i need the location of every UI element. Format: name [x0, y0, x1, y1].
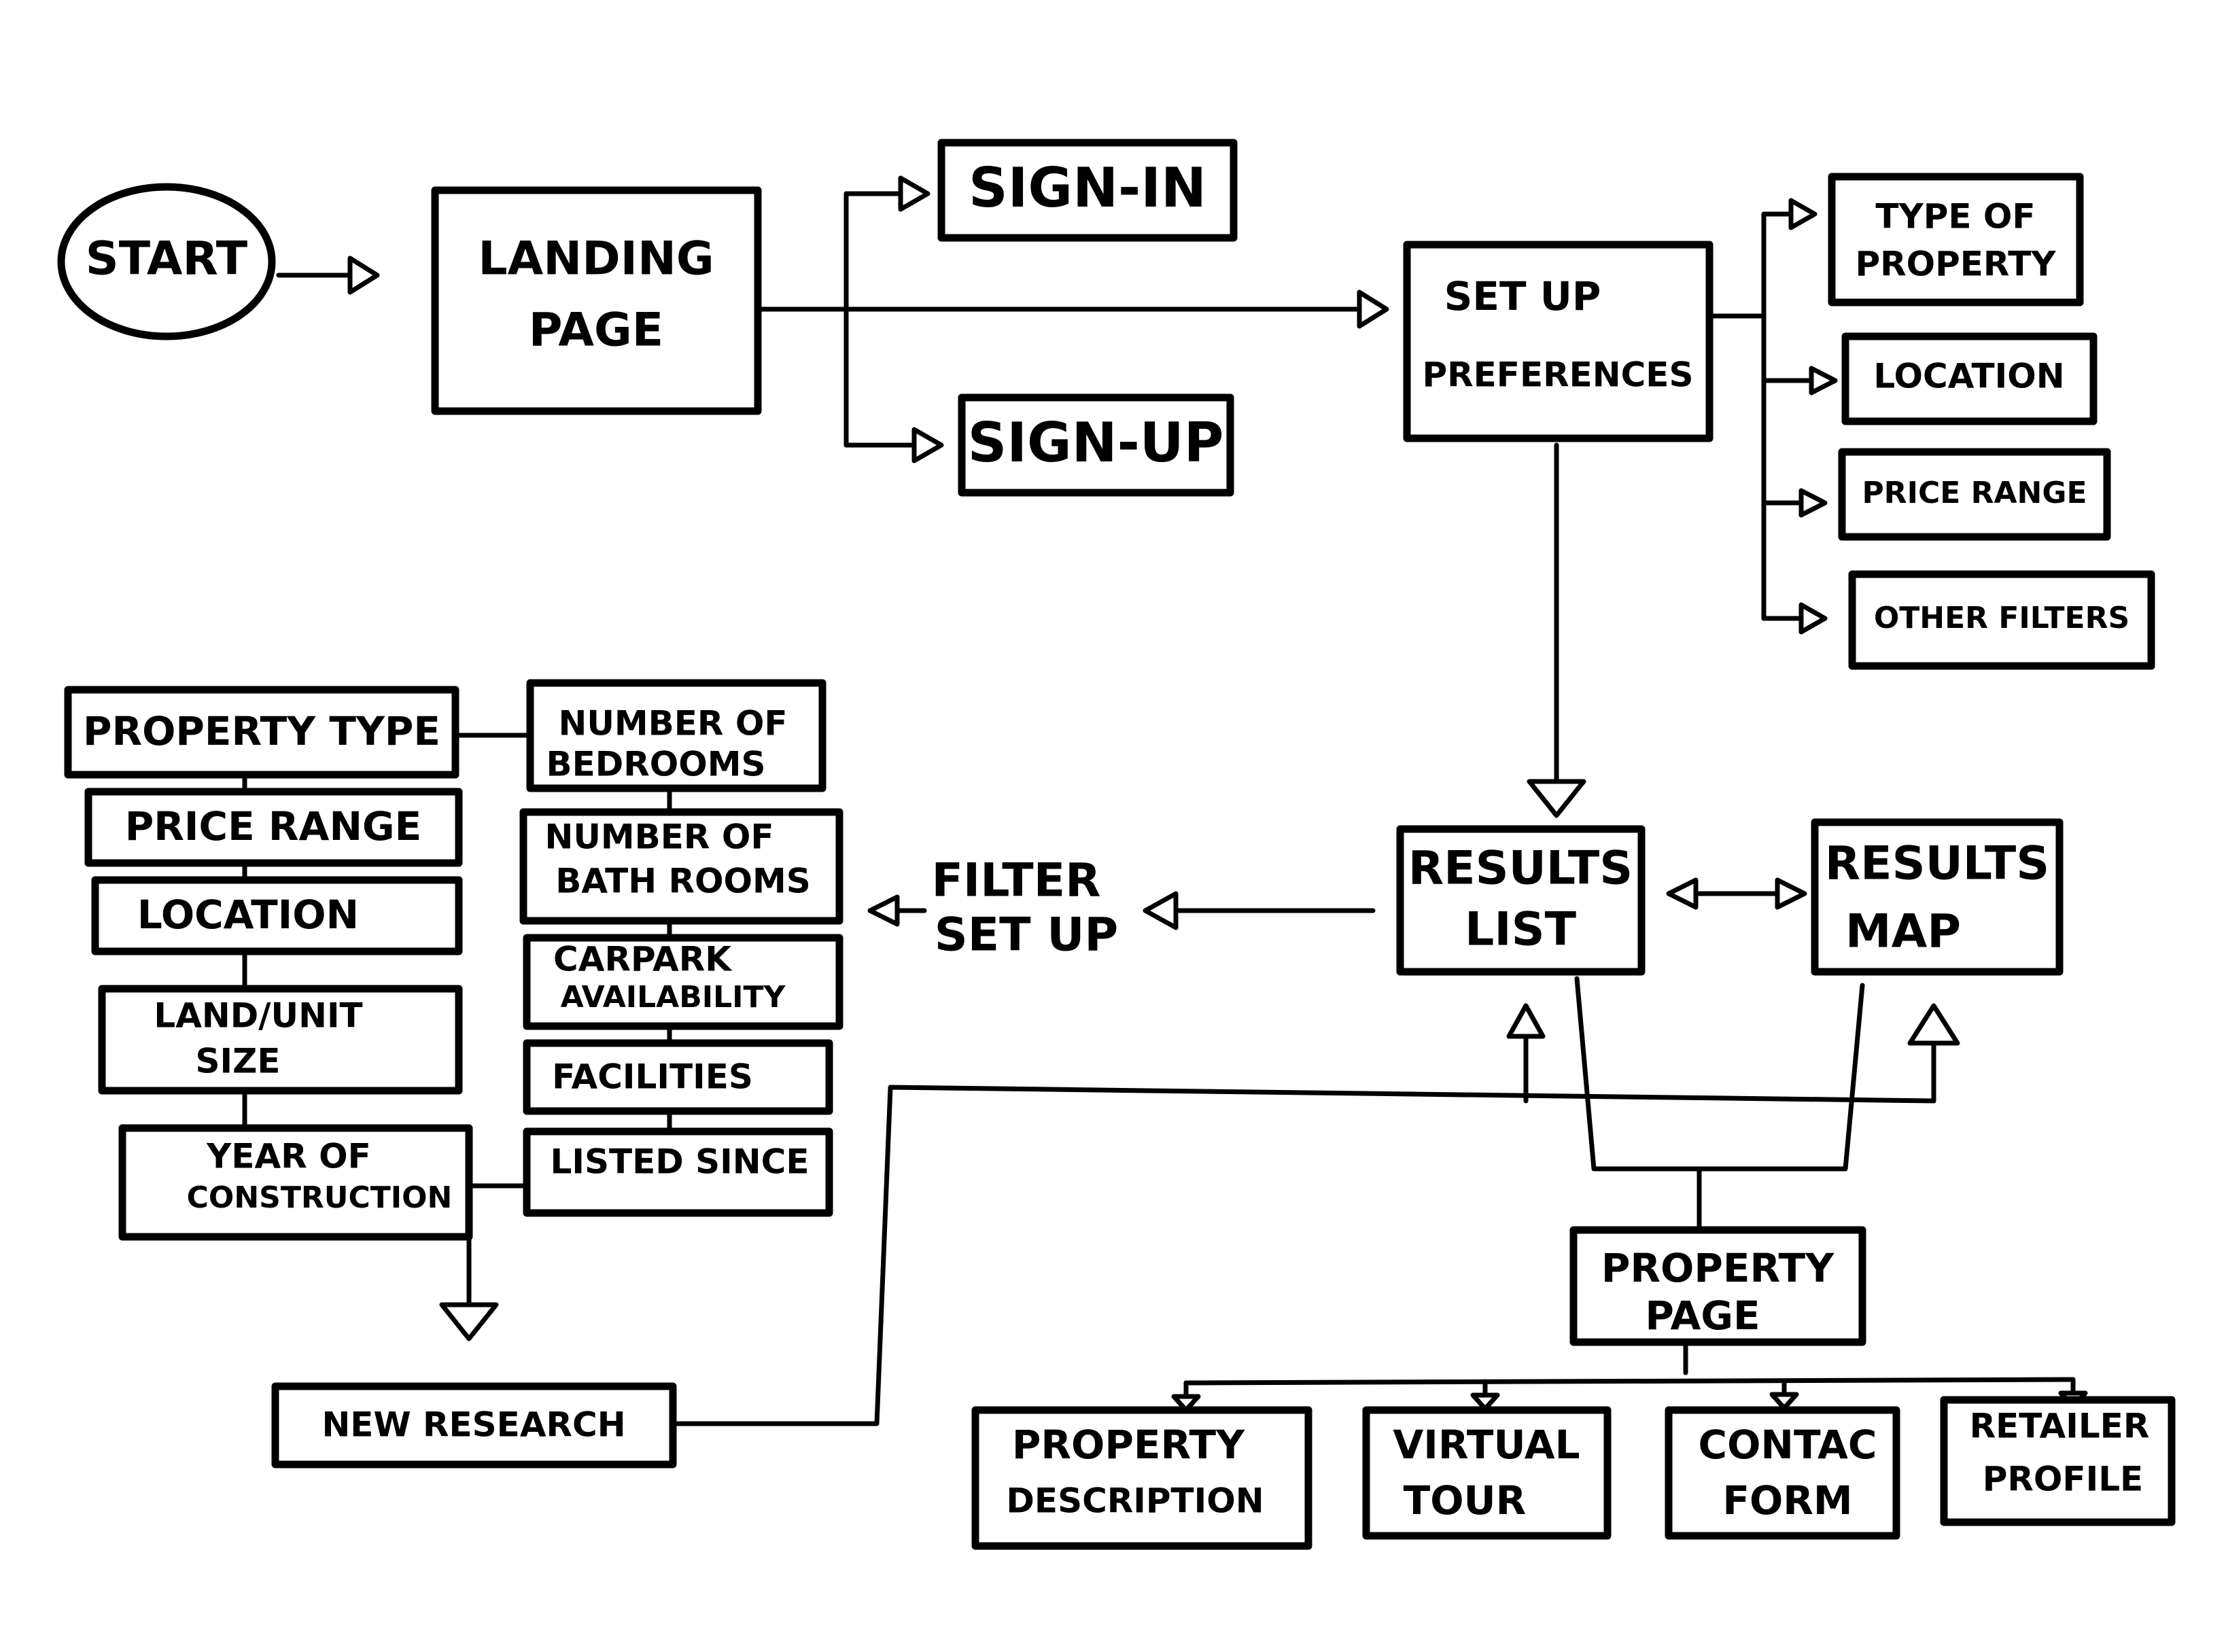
- edge-list-map-property: [1574, 976, 1865, 1172]
- node-filter-year-of-construction-line-1: YEAR OF: [206, 1137, 371, 1176]
- node-filter-set-up-line-1: FILTER: [931, 854, 1100, 908]
- node-filter-land-unit-size-line-1: LAND/UNIT: [154, 996, 362, 1036]
- node-filter-set-up-line-2: SET UP: [935, 909, 1119, 962]
- node-contac-form-line-2: FORM: [1722, 1477, 1852, 1524]
- node-price-range-label: PRICE RANGE: [1862, 476, 2087, 510]
- node-filter-property-type: PROPERTY TYPE: [64, 686, 459, 779]
- node-filter-number-of-bedrooms-line-1: NUMBER OF: [558, 704, 787, 743]
- node-set-up-preferences-line-2: PREFERENCES: [1423, 355, 1694, 395]
- arrowhead-landing: [347, 256, 380, 295]
- node-new-research: NEW RESEARCH: [271, 1382, 677, 1469]
- node-filter-land-unit-size-line-2: SIZE: [195, 1042, 280, 1081]
- node-filter-year-of-construction-line-2: CONSTRUCTION: [187, 1180, 453, 1215]
- node-filter-number-of-bathrooms-line-2: BATH ROOMS: [555, 862, 811, 901]
- nodes: START LANDING PAGE SIGN-IN SIGN-UP SET U…: [57, 139, 2176, 1550]
- arrowhead-results-list: [1527, 779, 1586, 818]
- node-results-map: RESULTS MAP: [1811, 818, 2064, 976]
- arrowhead-property-description: [1171, 1394, 1201, 1413]
- node-results-list-line-1: RESULTS: [1408, 842, 1633, 896]
- node-sign-up-label: SIGN-UP: [968, 411, 1224, 474]
- node-filter-price-range-label: PRICE RANGE: [125, 803, 421, 849]
- arrowhead-signup: [911, 427, 944, 463]
- arrowhead-signin: [898, 175, 931, 212]
- arrowhead-virtual-tour: [1470, 1392, 1500, 1411]
- node-filter-number-of-bedrooms-line-2: BEDROOMS: [546, 745, 765, 784]
- node-filter-number-of-bathrooms-line-1: NUMBER OF: [544, 818, 773, 857]
- arrowhead-list-side: [1666, 877, 1699, 910]
- arrowhead-contac-form: [1769, 1392, 1799, 1411]
- node-retailer-profile-line-1: RETAILER: [1970, 1407, 2150, 1446]
- node-virtual-tour-line-2: TOUR: [1404, 1477, 1527, 1524]
- arrowhead-new-research: [439, 1302, 499, 1341]
- node-other-filters-label: OTHER FILTERS: [1874, 601, 2129, 635]
- edge-property-branch: [1183, 1377, 2076, 1386]
- node-retailer-profile-line-2: PROFILE: [1983, 1460, 2143, 1499]
- node-contac-form: CONTAC FORM: [1665, 1406, 1900, 1540]
- node-price-range: PRICE RANGE: [1838, 448, 2111, 541]
- node-retailer-profile: RETAILER PROFILE: [1940, 1396, 2176, 1526]
- node-filter-facilities-label: FACILITIES: [552, 1057, 753, 1097]
- node-property-page-line-2: PAGE: [1645, 1293, 1760, 1339]
- node-property-description: PROPERTY DESCRIPTION: [971, 1406, 1312, 1550]
- node-property-page: PROPERTY PAGE: [1569, 1226, 1866, 1346]
- node-results-list-line-2: LIST: [1465, 903, 1577, 957]
- node-type-of-property-line-1: TYPE OF: [1875, 197, 2035, 236]
- arrowhead-preferences: [1357, 289, 1389, 329]
- arrowhead-map-side: [1775, 877, 1807, 910]
- node-filter-number-of-bathrooms: NUMBER OF BATH ROOMS: [519, 808, 844, 925]
- node-filter-location-label: LOCATION: [137, 892, 359, 938]
- node-property-description-line-1: PROPERTY: [1012, 1422, 1245, 1468]
- node-start-label: START: [86, 232, 248, 286]
- node-filter-location: LOCATION: [91, 876, 463, 955]
- node-new-research-label: NEW RESEARCH: [321, 1405, 625, 1445]
- node-virtual-tour-line-1: VIRTUAL: [1393, 1422, 1580, 1468]
- arrowhead-type-of-property: [1788, 198, 1818, 230]
- arrowhead-filter-columns: [867, 894, 900, 927]
- node-filter-facilities: FACILITIES: [523, 1039, 833, 1115]
- arrowhead-price-range: [1798, 488, 1828, 518]
- node-filter-set-up: FILTER SET UP: [931, 854, 1118, 962]
- edge-new-research-results: [670, 1085, 1936, 1426]
- node-filter-listed-since-label: LISTED SINCE: [551, 1142, 810, 1182]
- node-type-of-property-line-2: PROPERTY: [1855, 245, 2056, 284]
- node-property-description-line-2: DESCRIPTION: [1006, 1481, 1264, 1521]
- node-start: START: [57, 183, 276, 340]
- node-property-page-line-1: PROPERTY: [1601, 1245, 1834, 1291]
- node-filter-price-range: PRICE RANGE: [84, 788, 463, 867]
- node-results-list: RESULTS LIST: [1396, 825, 1646, 976]
- arrowhead-new-research-list: [1506, 1003, 1546, 1039]
- arrowhead-other-filters: [1798, 602, 1828, 635]
- node-sign-up: SIGN-UP: [958, 393, 1234, 497]
- node-set-up-preferences-line-1: SET UP: [1444, 273, 1601, 319]
- node-landing-page: LANDING PAGE: [431, 186, 762, 415]
- node-sign-in: SIGN-IN: [937, 139, 1238, 242]
- node-filter-listed-since: LISTED SINCE: [523, 1127, 833, 1217]
- node-filter-number-of-bedrooms: NUMBER OF BEDROOMS: [526, 679, 827, 792]
- node-location-label: LOCATION: [1873, 357, 2064, 396]
- node-results-map-line-1: RESULTS: [1825, 837, 2049, 891]
- arrowhead-filter-setup: [1143, 891, 1179, 930]
- arrowhead-location: [1809, 366, 1838, 396]
- node-results-map-line-2: MAP: [1845, 905, 1961, 959]
- node-filter-property-type-label: PROPERTY TYPE: [83, 708, 440, 754]
- node-contac-form-line-1: CONTAC: [1699, 1422, 1877, 1468]
- node-sign-in-label: SIGN-IN: [969, 156, 1206, 219]
- node-virtual-tour: VIRTUAL TOUR: [1362, 1406, 1612, 1540]
- node-filter-carpark-availability: CARPARK AVAILABILITY: [523, 934, 844, 1030]
- node-filter-carpark-availability-line-2: AVAILABILITY: [561, 980, 786, 1015]
- node-filter-year-of-construction: YEAR OF CONSTRUCTION: [118, 1124, 473, 1241]
- node-set-up-preferences: SET UP PREFERENCES: [1403, 241, 1714, 442]
- node-filter-carpark-availability-line-1: CARPARK: [553, 940, 733, 979]
- node-location: LOCATION: [1841, 332, 2098, 425]
- node-type-of-property: TYPE OF PROPERTY: [1828, 173, 2084, 306]
- node-landing-page-line-1: LANDING: [478, 232, 714, 286]
- node-landing-page-line-2: PAGE: [529, 304, 664, 357]
- node-filter-land-unit-size: LAND/UNIT SIZE: [98, 985, 463, 1095]
- arrowhead-new-research-map: [1907, 1003, 1960, 1046]
- node-other-filters: OTHER FILTERS: [1848, 570, 2155, 670]
